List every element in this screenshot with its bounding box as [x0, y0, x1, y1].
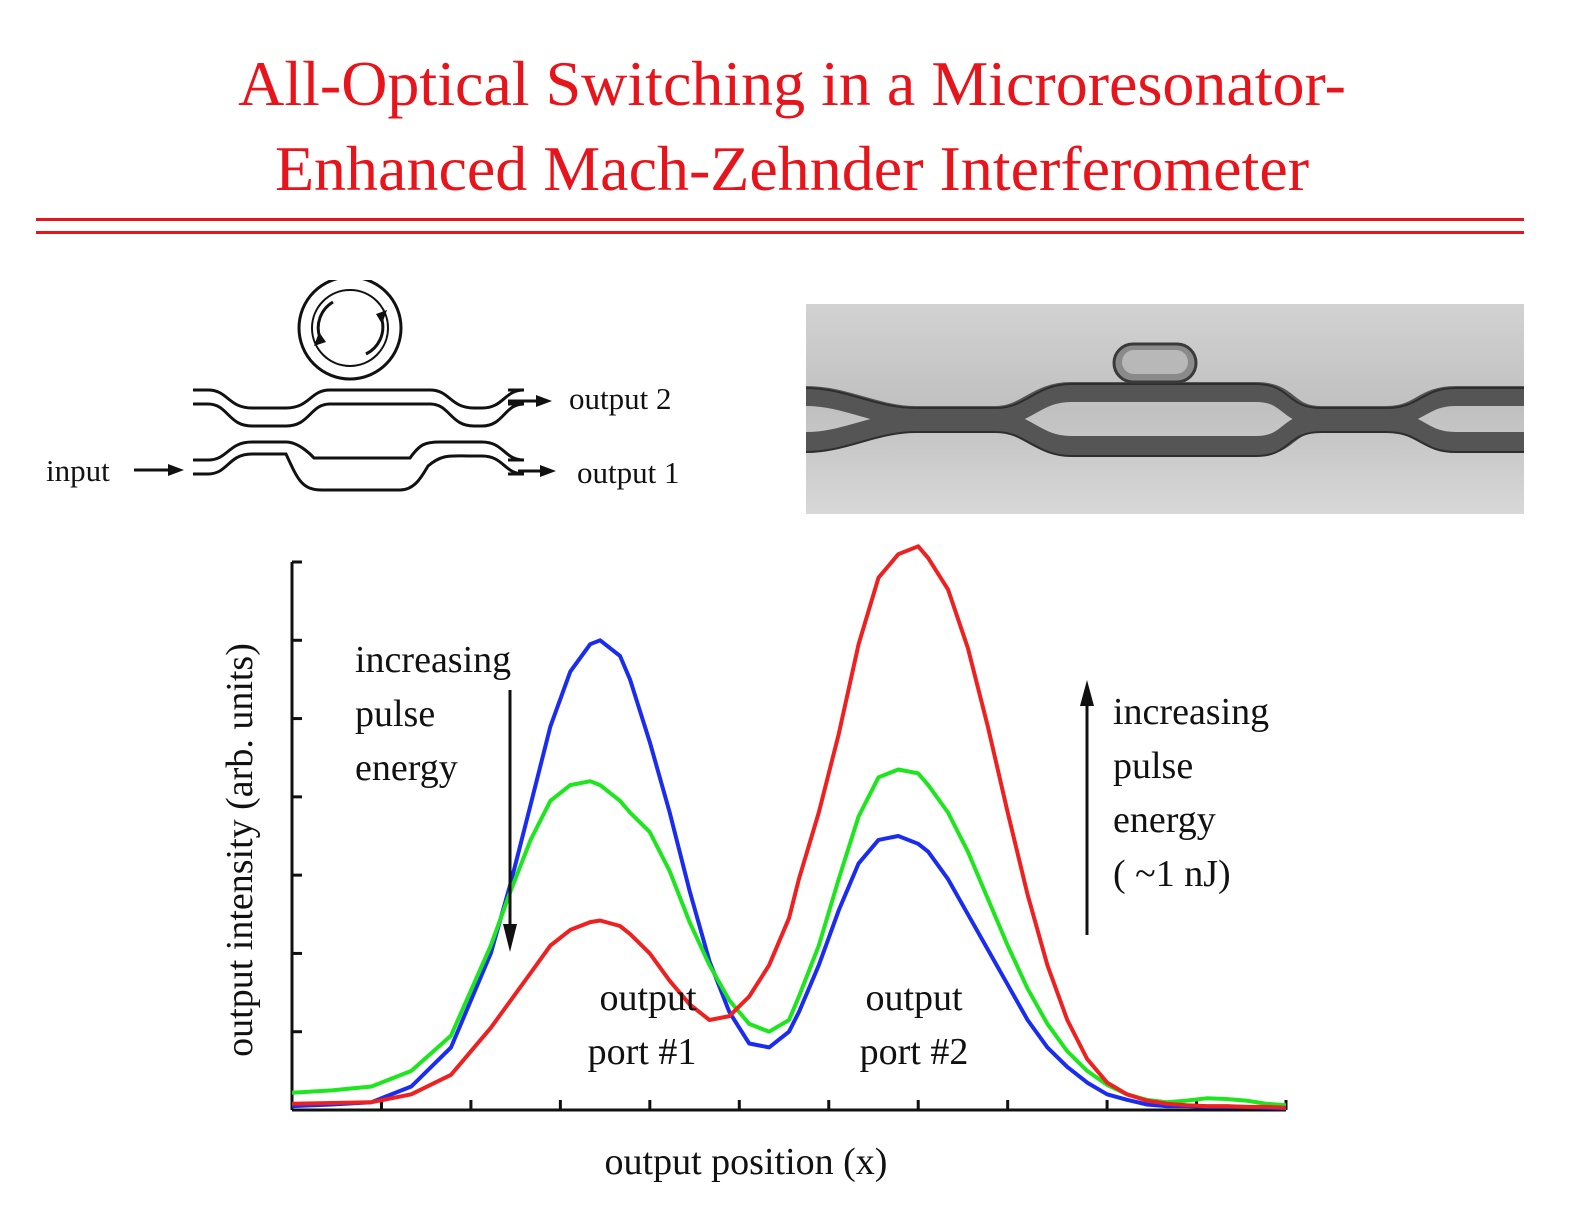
microring-arrow-right	[365, 319, 385, 356]
title-divider-bottom	[36, 231, 1524, 234]
y-axis-label: output intensity (arb. units)	[219, 643, 261, 1057]
output-2-label: output 2	[569, 381, 671, 416]
output-2-arrowhead	[536, 395, 552, 407]
annotation-left-line-1: increasing	[355, 639, 511, 681]
page-title-line-1: All-Optical Switching in a Microresonato…	[238, 48, 1346, 119]
port-2-label: output port #2	[860, 977, 969, 1073]
annotation-right-line-1: increasing	[1113, 691, 1269, 733]
increase-arrowhead	[1080, 680, 1094, 706]
output-1-arrowhead	[540, 465, 556, 477]
chart-series	[291, 544, 1287, 1111]
annotation-right-line-4: ( ~1 nJ)	[1113, 853, 1231, 895]
annotation-right-line-3: energy	[1113, 799, 1216, 841]
series-line-0	[291, 638, 1287, 1111]
waveguide-structure	[806, 382, 1524, 456]
series-line-2	[291, 544, 1287, 1110]
bottom-arm-upper	[193, 440, 525, 462]
microring-arrow-left	[316, 300, 334, 339]
port-2-label-line-1: output	[865, 977, 963, 1019]
mzi-schematic-diagram: input output 2 output 1	[46, 280, 679, 492]
port-1-label-line-1: output	[599, 977, 697, 1019]
input-label: input	[46, 453, 110, 488]
annotation-right-line-2: pulse	[1113, 745, 1193, 787]
top-arm-lower	[193, 402, 525, 428]
device-sem-micrograph	[806, 304, 1524, 514]
microring-arrowhead-right	[376, 310, 387, 324]
page-title-line-2: Enhanced Mach-Zehnder Interferometer	[274, 133, 1310, 204]
bottom-arm-lower	[193, 452, 525, 492]
port-1-label-line-2: port #1	[588, 1031, 697, 1073]
output-1-label: output 1	[577, 455, 679, 490]
annotation-left-line-2: pulse	[355, 693, 435, 735]
microring-arrowhead-left	[314, 332, 326, 346]
microring-outer	[297, 280, 403, 381]
title-divider-top	[36, 218, 1524, 221]
output-intensity-chart: output position (x) output intensity (ar…	[219, 544, 1288, 1183]
annotation-left-line-3: energy	[355, 747, 458, 789]
port-1-label: output port #1	[588, 977, 697, 1073]
port-2-label-line-2: port #2	[860, 1031, 969, 1073]
decrease-arrowhead	[503, 924, 517, 952]
x-axis-label: output position (x)	[605, 1141, 888, 1183]
input-arrowhead	[168, 464, 184, 476]
chart-ticks	[290, 560, 1288, 1112]
top-arm-upper	[193, 388, 525, 410]
annotation-left: increasing pulse energy	[355, 639, 511, 789]
annotation-right: increasing pulse energy ( ~1 nJ)	[1113, 691, 1269, 895]
chart-axes	[290, 562, 1286, 1112]
microring-inner	[311, 289, 389, 367]
